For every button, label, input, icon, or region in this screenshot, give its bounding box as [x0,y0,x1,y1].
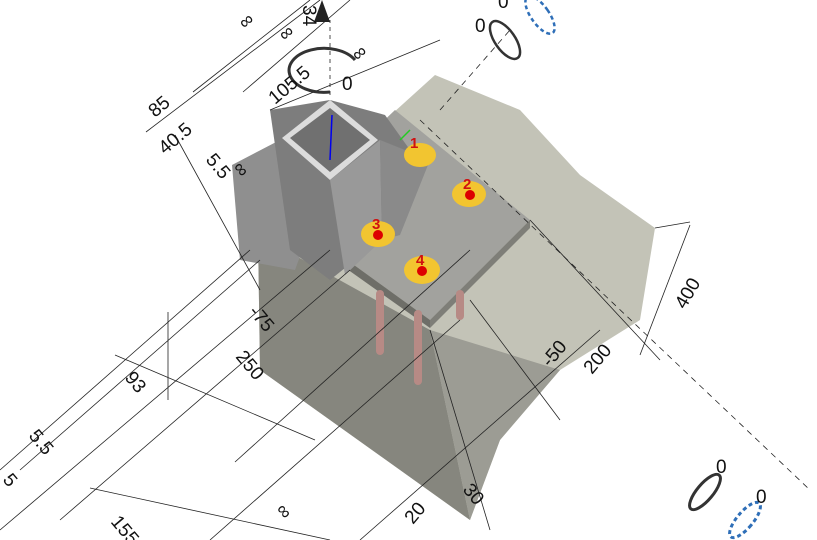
rotate-x-dashed-icon [524,0,556,35]
bolt-washers: 1 2 3 4 [361,135,486,284]
rotate-y-icon [688,472,722,512]
dim-inf-1: ∞ [235,9,259,34]
bolt-label-1: 1 [410,135,418,152]
rotation-value-top: 34 [298,5,319,27]
z-axis-arrow [329,114,333,161]
dim-85: 85 [145,92,175,122]
rotation-gizmos[interactable] [287,0,765,540]
rotation-value-tr2: 0 [498,0,509,13]
dim-zero-top: 0 [342,74,353,95]
dim-5-5-top: 5.5 [201,150,234,184]
arrow-up-icon [314,0,330,22]
rotate-x-icon [488,19,522,61]
dim-inf-3: ∞ [348,41,372,66]
dim-400: 400 [671,275,705,313]
bolt-label-3: 3 [372,216,380,233]
dim-40-5: 40.5 [155,119,197,159]
bolt-label-2: 2 [463,176,471,193]
rotation-value-br: 0 [716,457,727,478]
dim-20: 20 [401,499,431,529]
dim-93: 93 [120,368,150,398]
dim-155: 155 [106,512,142,540]
dim-inf-bottom: ∞ [271,500,296,524]
rotation-value-br2: 0 [756,487,767,508]
rotate-z-icon [287,46,357,94]
rotation-value-tr: 0 [475,16,486,37]
dim-5-5-bottom: 5.5 [24,426,57,460]
bolt-label-4: 4 [416,252,425,269]
anchor-rods [376,290,464,385]
rotate-y-dashed-icon [728,500,762,540]
dim-5: 5 [0,470,21,492]
y-axis-arrow [399,129,411,141]
